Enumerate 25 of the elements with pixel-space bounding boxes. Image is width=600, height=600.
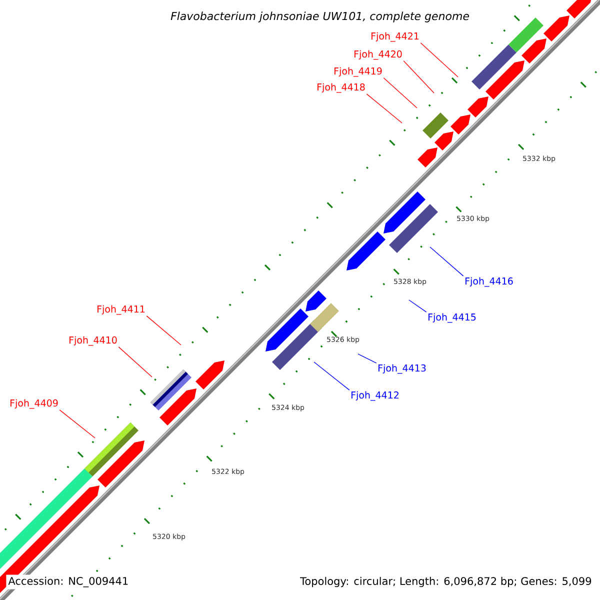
leader-line (420, 42, 458, 78)
gene-label: Fjoh_4410 (70, 336, 117, 346)
leader-line (314, 362, 350, 390)
gene-label: Fjoh_4415 (428, 313, 476, 323)
gene-label: Fjoh_4416 (466, 277, 513, 287)
leader-line (366, 94, 402, 124)
leader-line (146, 316, 182, 346)
gene-label: Fjoh_4411 (98, 305, 145, 315)
leader-line (383, 78, 418, 108)
accession-label: Accession: NC_009441 (6, 574, 131, 590)
gene-label: Fjoh_4420 (354, 50, 402, 60)
leader-line (59, 410, 96, 438)
genome-info: Topology: circular; Length: 6,096,872 bp; Genes: 5,099 (298, 574, 594, 590)
gene-label: Fjoh_4409 (10, 399, 58, 409)
gene-label: Fjoh_4419 (334, 67, 382, 77)
gene-label: Fjoh_4413 (378, 364, 426, 374)
leader-line (118, 346, 152, 378)
title: Flavobacterium johnsoniae UW101, complete genome (170, 12, 469, 22)
gene-label: Fjoh_4418 (318, 83, 365, 93)
leader-line (430, 246, 464, 276)
leader-line (408, 300, 427, 312)
gene-label: Fjoh_4421 (372, 32, 419, 42)
leader-line (358, 354, 377, 364)
leader-line (403, 60, 434, 94)
gene-label: Fjoh_4412 (352, 391, 398, 401)
